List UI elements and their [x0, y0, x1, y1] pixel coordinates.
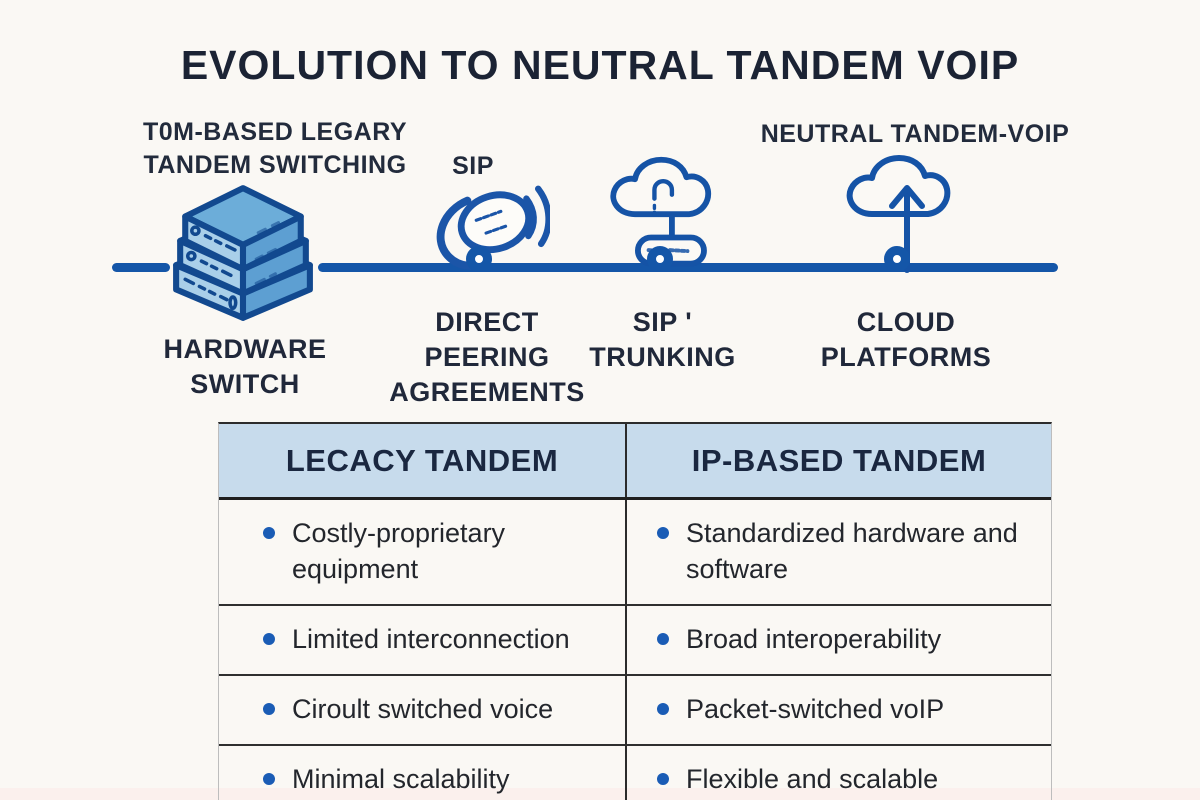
bullet-icon: [657, 632, 670, 645]
neutral-tandem-voip-label: NEUTRAL TANDEM-VOIP: [760, 120, 1070, 148]
sip-caption: SIP: [452, 152, 494, 180]
bullet-icon: [657, 772, 670, 785]
cell-text: Broad interoperability: [686, 623, 942, 654]
sip-phone-icon: [432, 170, 552, 307]
server-stack-icon: [167, 182, 319, 329]
table-header-row: LECACY TANDEM IP-BASED TANDEM: [219, 424, 1051, 500]
stage-label-direct-peering: DIRECT PEERING AGREEMENTS: [362, 305, 612, 410]
timeline-node: [884, 246, 910, 272]
stage-label-line: SWITCH: [190, 369, 300, 400]
stage-label-line: SIP ': [632, 307, 693, 337]
table-cell: Limited interconnection: [219, 606, 625, 674]
cell-text: Ciroult switched voice: [292, 693, 554, 724]
bullet-icon: [263, 632, 275, 645]
stage-label-line: PLATFORMS: [820, 342, 992, 373]
comparison-table: LECACY TANDEM IP-BASED TANDEM Costly-pro…: [218, 422, 1052, 800]
timeline-segment-left: [112, 263, 170, 272]
cell-text: Flexible and scalable: [686, 763, 939, 794]
table-header-legacy: LECACY TANDEM: [285, 442, 559, 478]
table-cell: Standardized hardware and software: [625, 500, 1051, 604]
cell-text: Packet-switched voIP: [686, 693, 945, 724]
stage-label-line: CLOUD: [856, 307, 956, 337]
table-cell: Minimal scalability: [219, 746, 625, 800]
bullet-icon: [657, 702, 670, 715]
table-cell: Ciroult switched voice: [219, 676, 625, 744]
stage-label-line: DIRECT: [435, 307, 539, 337]
stage-label-cloud-platforms: CLOUD PLATFORMS: [782, 305, 1030, 375]
cell-text: Limited interconnection: [292, 623, 570, 654]
bullet-icon: [263, 772, 275, 785]
table-row: Limited interconnection Broad interopera…: [219, 605, 1051, 676]
cloud-upload-icon: [842, 150, 972, 283]
table-cell: Broad interoperability: [625, 605, 1051, 674]
table-cell: Packet-switched voIP: [625, 675, 1051, 744]
cloud-sip-trunk-icon: [605, 152, 733, 293]
table-cell: Costly-proprietary equipment: [219, 500, 625, 604]
cell-text: Standardized hardware and software: [686, 518, 1018, 584]
table-row: Ciroult switched voice Packet-switched v…: [219, 675, 1051, 746]
table-row: Minimal scalability Flexible and scalabl…: [219, 745, 1051, 800]
timeline-segment-main: [318, 263, 1058, 272]
tdm-legacy-label: T0M-BASED LEGARY TANDEM SWITCHING: [110, 116, 440, 181]
bottom-edge-strip: [0, 788, 1200, 800]
table-row: Costly-proprietary equipment Standardize…: [219, 500, 1051, 606]
stage-label-hardware-switch: HARDWARE SWITCH: [125, 332, 365, 402]
stage-label-line: HARDWARE: [163, 334, 327, 364]
bullet-icon: [263, 702, 275, 715]
stage-label-line: PEERING: [424, 342, 550, 373]
table-cell: Flexible and scalable: [625, 745, 1051, 800]
page-title: EVOLUTION TO NEUTRAL TANDEM VOIP: [180, 42, 1020, 88]
cell-text: Minimal scalability: [292, 763, 510, 794]
table-header-ip-based: IP-BASED TANDEM: [625, 424, 1051, 497]
cell-text: Costly-proprietary equipment: [292, 518, 506, 584]
tdm-legacy-label-line2: TANDEM SWITCHING: [143, 150, 407, 179]
bullet-icon: [657, 527, 670, 539]
stage-label-line: AGREEMENTS: [389, 377, 585, 408]
timeline-node: [647, 246, 673, 272]
timeline-node: [466, 246, 492, 272]
stage-label-sip-trunking: SIP ' TRUNKING: [550, 305, 775, 375]
tdm-legacy-label-line1: T0M-BASED LEGARY: [142, 118, 408, 146]
bullet-icon: [263, 527, 275, 539]
stage-label-line: TRUNKING: [589, 342, 736, 373]
